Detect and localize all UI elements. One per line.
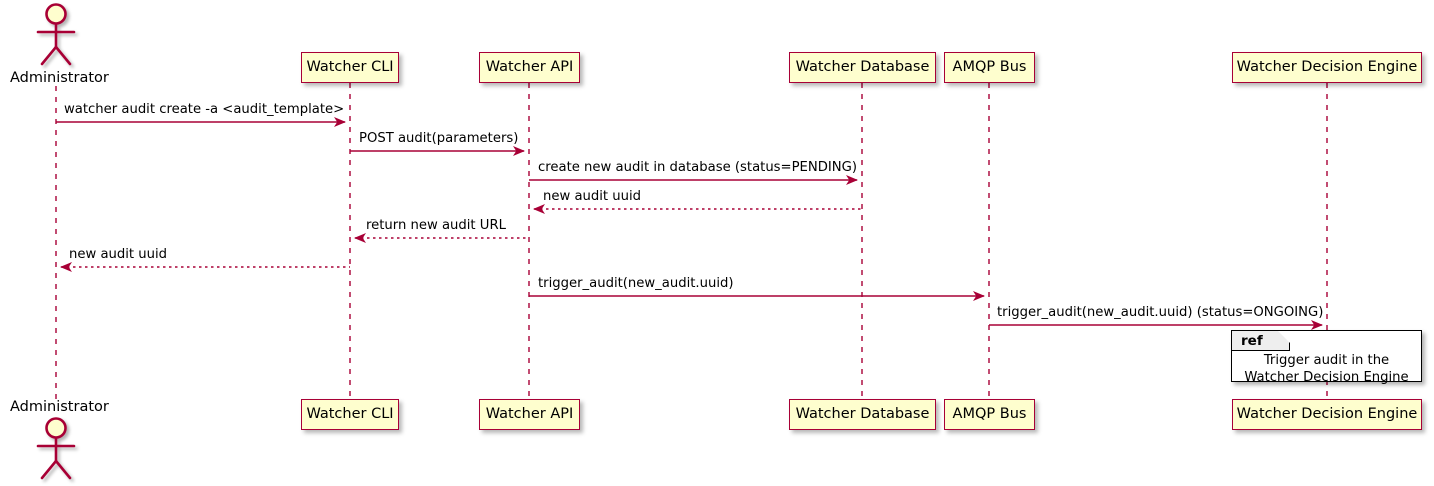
message-arrows <box>56 117 1323 330</box>
message-label-3: create new audit in database (status=PEN… <box>538 160 858 175</box>
participant-box-amqp-bus-bottom[interactable]: AMQP Bus <box>944 399 1035 430</box>
participant-label: Watcher API <box>485 406 574 423</box>
ref-fragment[interactable]: ref Trigger audit in the Watcher Decisio… <box>1231 330 1422 385</box>
participant-box-watcher-cli-top[interactable]: Watcher CLI <box>301 52 399 83</box>
participant-box-watcher-database-bottom[interactable]: Watcher Database <box>789 399 936 430</box>
participant-label: Watcher CLI <box>306 59 394 76</box>
ref-fragment-operator-label: ref <box>1241 333 1263 349</box>
participant-box-watcher-api-bottom[interactable]: Watcher API <box>479 399 580 430</box>
message-label-1: watcher audit create -a <audit_template> <box>64 102 345 117</box>
participant-label: Watcher Decision Engine <box>1236 406 1418 423</box>
ref-fragment-line-1: Trigger audit in the <box>1263 353 1390 368</box>
ref-fragment-body: Trigger audit in the Watcher Decision En… <box>1232 353 1421 386</box>
participant-label: AMQP Bus <box>952 406 1027 423</box>
message-label-7: trigger_audit(new_audit.uuid) <box>538 276 734 291</box>
participant-box-watcher-api-top[interactable]: Watcher API <box>479 52 580 83</box>
participant-label: Watcher API <box>485 59 574 76</box>
participant-label: Watcher Database <box>795 406 930 423</box>
participant-box-watcher-decision-engine-bottom[interactable]: Watcher Decision Engine <box>1232 399 1422 430</box>
actor-label-administrator-top: Administrator <box>10 70 109 86</box>
actor-administrator-bottom-icon <box>36 417 76 480</box>
message-label-5: return new audit URL <box>366 218 506 233</box>
participant-box-watcher-decision-engine-top[interactable]: Watcher Decision Engine <box>1232 52 1422 83</box>
message-label-6: new audit uuid <box>69 247 168 262</box>
message-label-2: POST audit(parameters) <box>359 131 519 146</box>
lifelines <box>55 83 1328 399</box>
actor-label-administrator-bottom: Administrator <box>10 399 109 415</box>
actor-administrator-top-icon <box>36 3 76 66</box>
participant-label: Watcher CLI <box>306 406 394 423</box>
message-label-4: new audit uuid <box>543 189 642 204</box>
participant-label: Watcher Decision Engine <box>1236 59 1418 76</box>
participant-box-amqp-bus-top[interactable]: AMQP Bus <box>944 52 1035 83</box>
message-label-8: trigger_audit(new_audit.uuid) (status=ON… <box>997 305 1324 320</box>
ref-fragment-line-2: Watcher Decision Engine <box>1244 369 1409 385</box>
participant-label: Watcher Database <box>795 59 930 76</box>
participant-box-watcher-cli-bottom[interactable]: Watcher CLI <box>301 399 399 430</box>
participant-label: AMQP Bus <box>952 59 1027 76</box>
participant-box-watcher-database-top[interactable]: Watcher Database <box>789 52 936 83</box>
